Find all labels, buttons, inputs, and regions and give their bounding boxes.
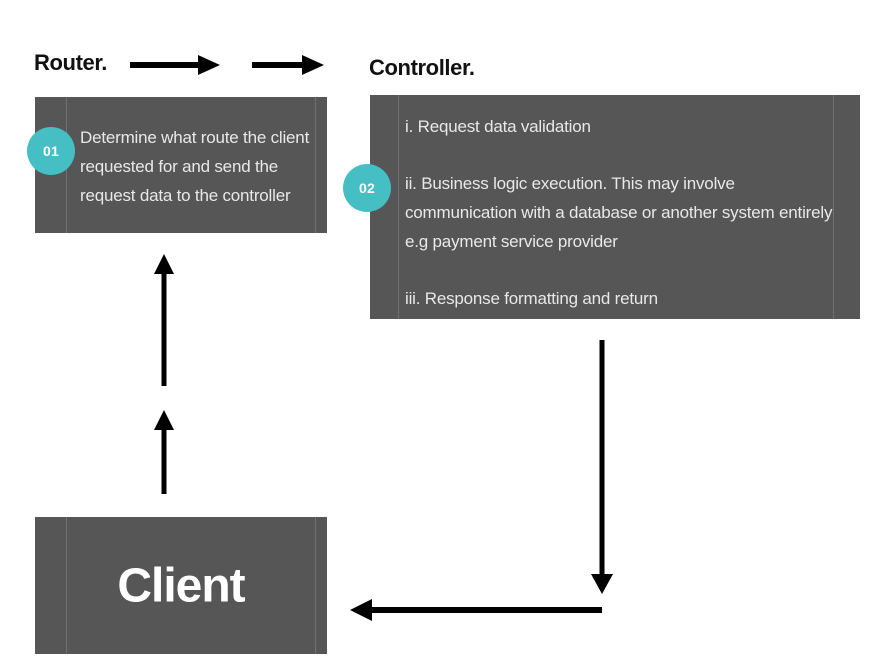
client-label: Client xyxy=(117,559,245,612)
controller-step-list: i. Request data validation ii. Business … xyxy=(405,112,833,313)
controller-step-item: ii. Business logic execution. This may i… xyxy=(405,174,833,251)
router-panel-rule-right xyxy=(315,97,316,233)
client-panel: Client xyxy=(35,517,327,654)
step-badge-02: 02 xyxy=(343,164,391,212)
arrow-client-to-router-lower xyxy=(150,408,178,496)
arrow-response-to-client xyxy=(348,598,604,622)
arrow-router-to-controller-2 xyxy=(250,54,326,76)
controller-heading: Controller. xyxy=(369,55,475,80)
router-panel: Determine what route the client requeste… xyxy=(35,97,327,233)
router-description: Determine what route the client requeste… xyxy=(80,128,310,205)
router-heading: Router. xyxy=(34,50,107,75)
controller-panel-rule-left xyxy=(398,95,399,319)
arrow-client-to-router-upper xyxy=(150,252,178,388)
controller-panel-rule-right xyxy=(833,95,834,319)
controller-step-item: iii. Response formatting and return xyxy=(405,289,658,308)
controller-panel: i. Request data validation ii. Business … xyxy=(370,95,860,319)
client-panel-rule-right xyxy=(315,517,316,654)
controller-step-item: i. Request data validation xyxy=(405,117,591,136)
client-panel-rule-left xyxy=(66,517,67,654)
arrow-router-to-controller-1 xyxy=(128,54,222,76)
arrow-controller-down xyxy=(588,338,616,596)
step-badge-01: 01 xyxy=(27,127,75,175)
